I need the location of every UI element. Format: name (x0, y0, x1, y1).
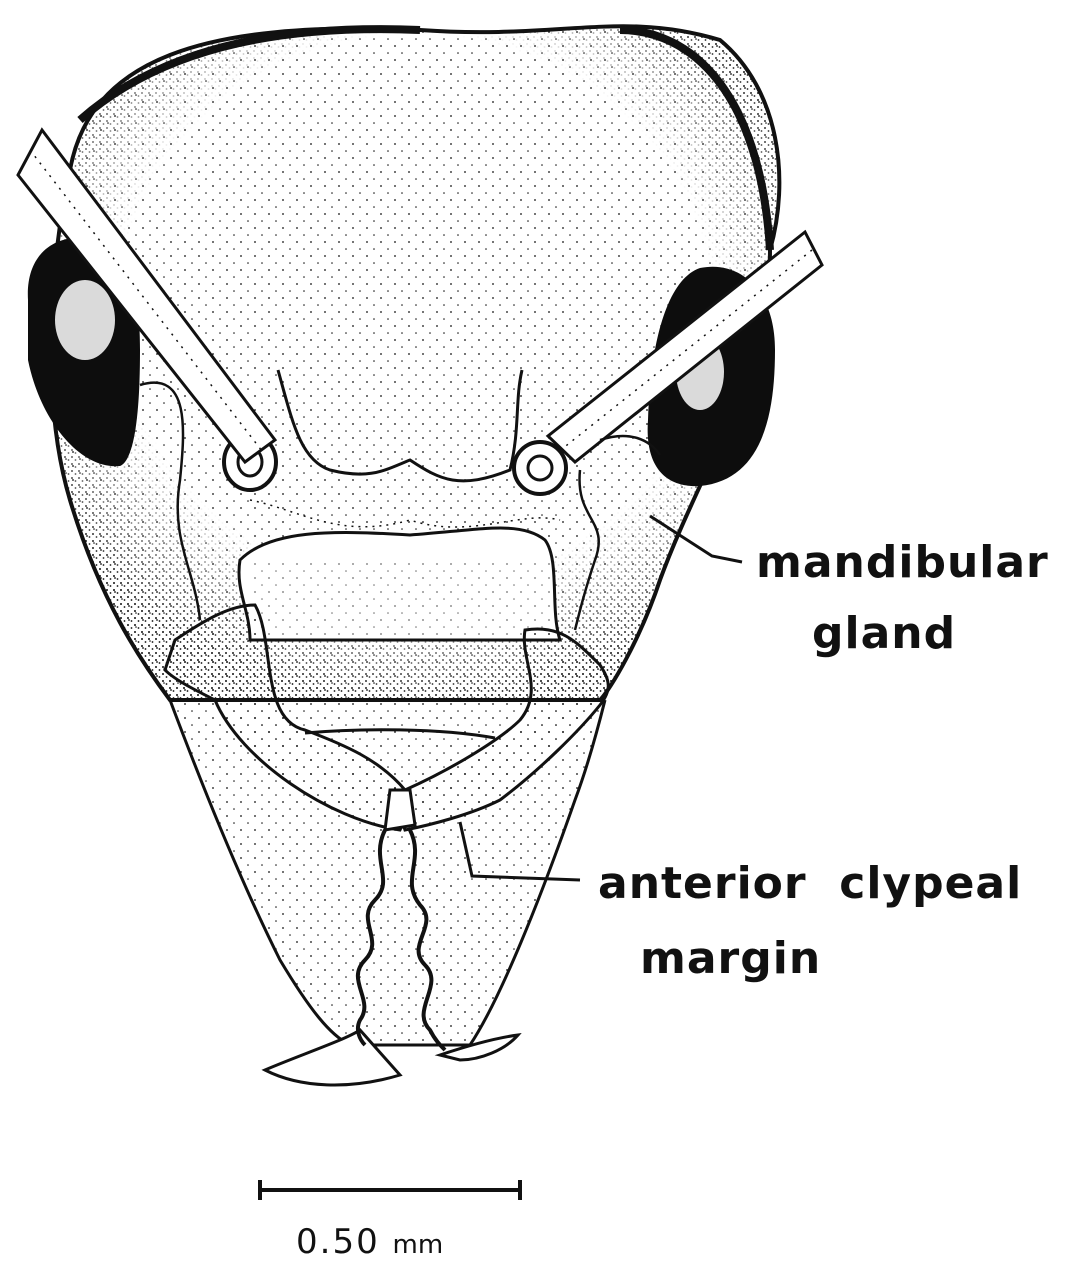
scale-bar-value: 0.50 (296, 1222, 380, 1262)
right-antennal-socket (514, 442, 566, 494)
anterior-clypeal-margin-label-line2: margin (640, 932, 821, 986)
anterior-clypeal-margin-label-line1: anterior clypeal (598, 857, 1022, 911)
mandible-apex (385, 790, 415, 830)
mandibular-gland-label-line1: mandibular (756, 536, 1049, 590)
mandible-blades (170, 700, 605, 1085)
scale-bar-label: 0.50 mm (296, 1222, 443, 1262)
mandibular-gland-label-line2: gland (812, 607, 956, 661)
clypeus (239, 528, 560, 640)
scale-bar (260, 1180, 520, 1200)
scale-bar-unit: mm (393, 1230, 444, 1260)
